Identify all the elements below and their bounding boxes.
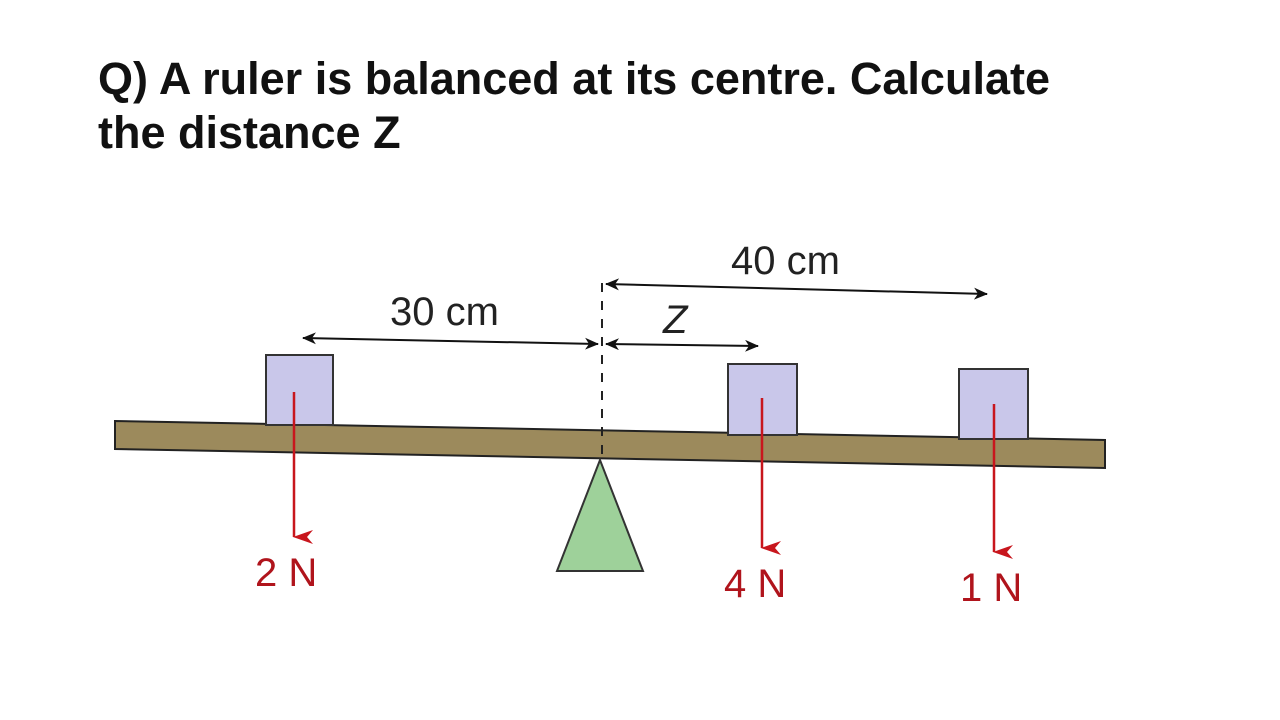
question-text: Q) A ruler is balanced at its centre. Ca…	[98, 52, 1198, 160]
dimension-arrow-right	[605, 278, 988, 300]
pivot-triangle	[555, 457, 645, 572]
weight-block-left	[265, 354, 334, 426]
dimension-arrow-z	[605, 338, 759, 352]
dimension-arrow-left	[302, 332, 599, 350]
force-label-right: 1 N	[960, 566, 1022, 610]
question-line-2: the distance Z	[98, 107, 401, 158]
dimension-label-left: 30 cm	[390, 290, 499, 334]
force-label-left: 2 N	[255, 551, 317, 595]
dimension-label-z: Z	[662, 298, 689, 342]
force-label-middle: 4 N	[724, 562, 786, 606]
dimension-label-right: 40 cm	[731, 239, 840, 283]
ruler	[114, 419, 1106, 470]
question-line-1: Q) A ruler is balanced at its centre. Ca…	[98, 53, 1050, 104]
